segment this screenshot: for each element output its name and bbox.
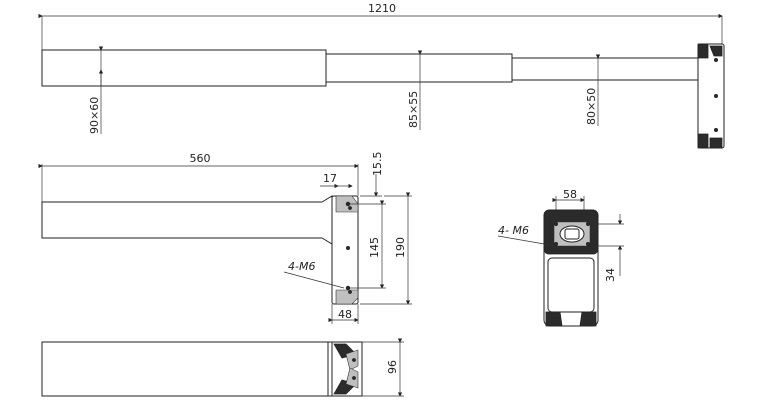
bottom-height-label: 96 <box>386 360 399 374</box>
end-holes-callout: 4- M6 <box>498 224 529 237</box>
side-holes-callout: 4-M6 <box>288 260 315 273</box>
section-small-label: 80×50 <box>585 88 598 125</box>
bottom-view: 96 <box>41 338 404 397</box>
retracted-length-label: 560 <box>190 152 211 165</box>
end-bracket <box>697 43 725 149</box>
bracket-height-label: 190 <box>394 237 407 258</box>
large-tube <box>41 49 327 87</box>
retracted-tube <box>41 201 333 239</box>
section-large-label: 90×60 <box>88 97 101 134</box>
end-spacing-label: 34 <box>604 268 617 282</box>
retracted-view: 560 17 15.5 145 190 <box>38 152 412 324</box>
section-mid-label: 85×55 <box>407 91 420 128</box>
bracket-offset-label: 17 <box>323 172 337 185</box>
overall-length-label: 1210 <box>368 2 396 15</box>
side-bracket <box>331 195 359 305</box>
extended-view: 1210 90×60 85×55 80×50 <box>38 2 725 149</box>
end-view: 58 34 4- M6 <box>497 188 624 327</box>
hole-spacing-label: 145 <box>368 237 381 258</box>
bottom-tube <box>41 341 335 397</box>
top-offset-label: 15.5 <box>371 152 384 177</box>
end-width-label: 58 <box>563 188 577 201</box>
small-tube <box>511 57 699 81</box>
mid-tube <box>325 53 513 83</box>
bracket-depth-label: 48 <box>338 308 352 321</box>
